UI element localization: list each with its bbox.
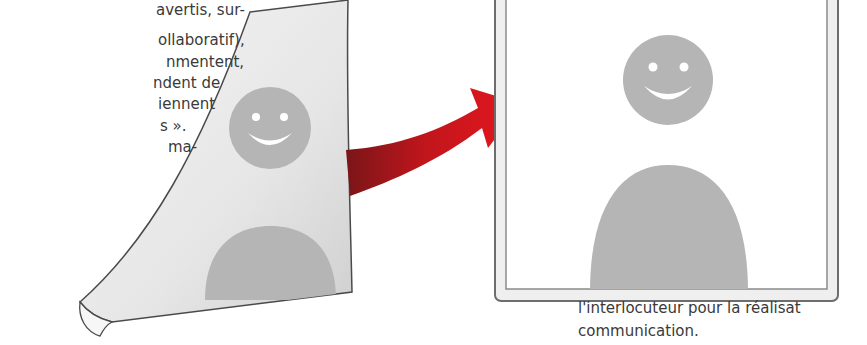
- person-eye: [649, 63, 658, 72]
- person-body: [205, 226, 336, 300]
- person-eye: [252, 113, 260, 121]
- body-text-line: communication.: [578, 322, 699, 340]
- paper-person: [205, 87, 336, 300]
- person-eye: [280, 113, 288, 121]
- person-smile: [248, 133, 292, 145]
- body-text-line: l'interlocuteur pour la réalisat: [578, 299, 801, 317]
- paper-curl: [80, 302, 112, 336]
- body-text-fragment: ndent de: [153, 74, 220, 92]
- person-body: [590, 165, 748, 289]
- body-text-fragment: s ».: [160, 117, 187, 135]
- paper-sheet: [80, 0, 352, 322]
- person-head: [229, 87, 311, 169]
- body-text-fragment: iennent: [158, 95, 215, 113]
- body-text-fragment: avertis, sur-: [156, 1, 245, 19]
- person-head: [623, 35, 713, 125]
- body-text-fragment: ollaboratif),: [158, 31, 245, 49]
- person-smile: [644, 86, 692, 100]
- person-eye: [680, 63, 689, 72]
- body-text-fragment: nmentent,: [166, 53, 244, 71]
- screen-frame: [495, 0, 838, 301]
- body-text-fragment: ma-: [168, 138, 197, 156]
- screen-person: [590, 35, 748, 289]
